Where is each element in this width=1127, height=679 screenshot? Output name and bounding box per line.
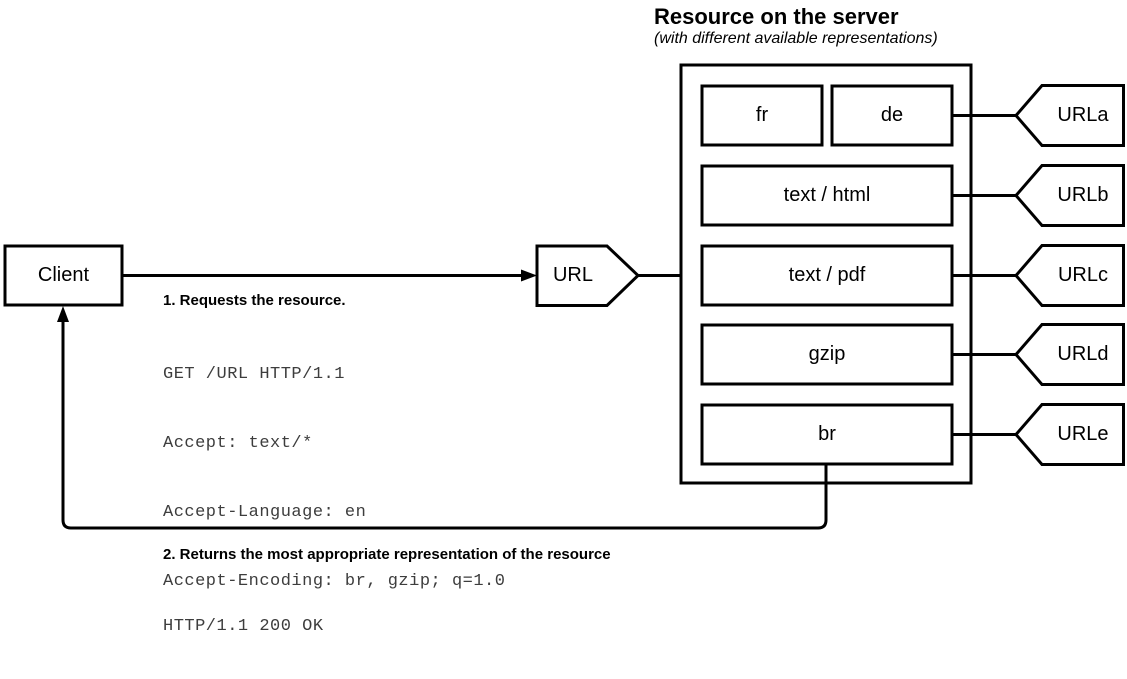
url-tag-a [1014, 84, 1125, 147]
url-pentagon [535, 244, 641, 307]
url-tag-label-e: URLe [1057, 422, 1109, 445]
url-tag-label-c: URLc [1057, 263, 1108, 286]
client-label: Client [37, 264, 90, 286]
response-heading: 2. Returns the most appropriate represen… [163, 546, 611, 563]
server-title: Resource on the server [654, 4, 899, 29]
client-box [3, 244, 124, 307]
response-arrow-line [61, 321, 828, 530]
rep-label-text-html: text / html [783, 184, 871, 206]
url-tag-d [1014, 323, 1125, 386]
request-code: GET /URL HTTP/1.1 Accept: text/* Accept-… [163, 317, 505, 639]
rep-box-text-html [700, 164, 954, 227]
rep-label-fr: fr [755, 104, 769, 126]
request-code-line: Accept-Encoding: br, gzip; q=1.0 [163, 572, 506, 591]
rep-label-de: de [880, 104, 904, 126]
request-arrowhead-icon [521, 269, 537, 282]
response-arrowhead-icon [57, 306, 69, 322]
url-tag-label-d: URLd [1057, 342, 1109, 365]
url-tag-b [1014, 164, 1125, 227]
response-code-line: HTTP/1.1 200 OK [163, 617, 324, 636]
rep-box-gzip [700, 323, 954, 386]
rep-label-gzip: gzip [808, 343, 846, 365]
rep-box-fr [700, 84, 824, 147]
url-tag-label-b: URLb [1057, 183, 1109, 206]
request-code-line: Accept: text/* [163, 434, 313, 453]
request-code-line: GET /URL HTTP/1.1 [163, 365, 345, 384]
request-code-line: Accept-Language: en [163, 503, 367, 522]
url-tag-e [1014, 403, 1125, 466]
url-node-label: URL [552, 264, 593, 286]
rep-label-br: br [818, 423, 836, 445]
request-heading: 1. Requests the resource. [163, 292, 346, 309]
rep-label-text-pdf: text / pdf [788, 264, 866, 286]
url-tag-c [1014, 244, 1125, 307]
rep-box-de [830, 84, 954, 147]
response-code: HTTP/1.1 200 OK Content-Location: /URLe … [163, 569, 409, 679]
url-tag-label-a: URLa [1057, 103, 1109, 126]
server-subtitle: (with different available representation… [654, 30, 938, 47]
rep-box-text-pdf [700, 244, 954, 307]
